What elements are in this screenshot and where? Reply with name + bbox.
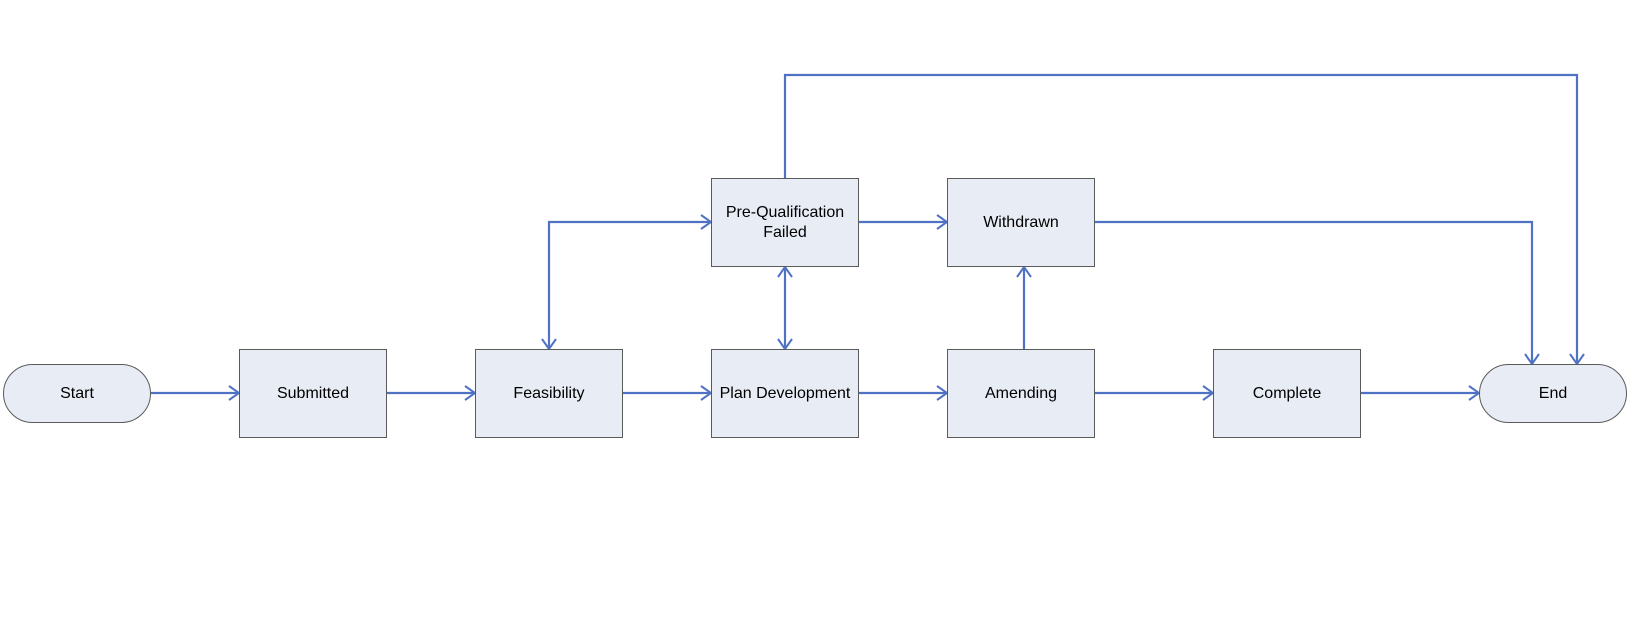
edge-withdrawn-to-end <box>1095 220 1532 364</box>
edge-feasibility-to-prequalification-failed <box>549 222 711 349</box>
node-withdrawn: Withdrawn <box>947 178 1095 267</box>
node-complete-label: Complete <box>1252 384 1322 402</box>
node-amending: Amending <box>947 349 1095 438</box>
node-complete: Complete <box>1213 349 1361 438</box>
node-submitted-label: Submitted <box>276 384 350 402</box>
node-start-label: Start <box>60 384 94 402</box>
node-withdrawn-label: Withdrawn <box>983 213 1059 231</box>
node-end-label: End <box>1538 384 1568 402</box>
node-start: Start <box>3 364 151 423</box>
node-feasibility: Feasibility <box>475 349 623 438</box>
node-submitted: Submitted <box>239 349 387 438</box>
node-plan-development-label: Plan Development <box>719 384 851 402</box>
node-end: End <box>1479 364 1627 423</box>
node-plan-development: Plan Development <box>711 349 859 438</box>
node-prequalification-failed: Pre-Qualification Failed <box>711 178 859 267</box>
node-amending-label: Amending <box>984 384 1058 402</box>
node-feasibility-label: Feasibility <box>513 384 585 402</box>
node-prequalification-failed-label: Pre-Qualification Failed <box>725 203 845 241</box>
edge-prequalification-failed-to-end <box>783 73 1577 364</box>
